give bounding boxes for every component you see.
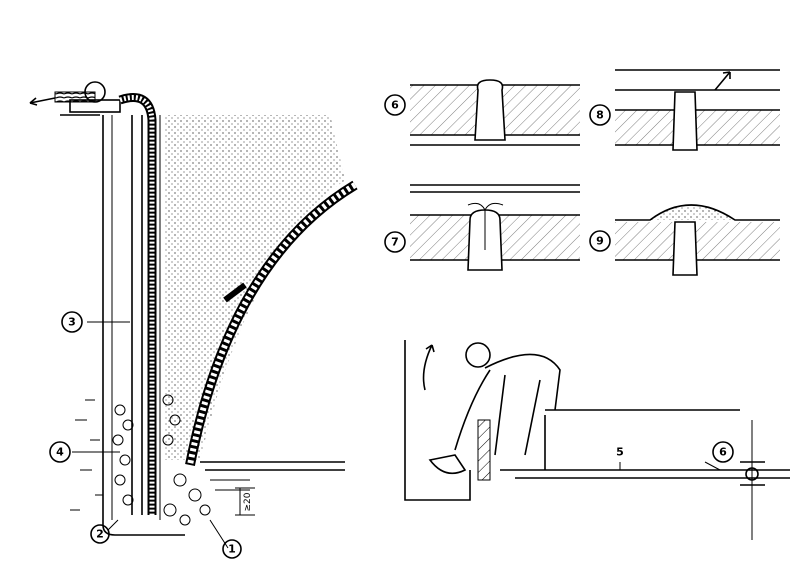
- callout-1: 1: [222, 539, 242, 559]
- svg-text:1: 1: [228, 543, 236, 556]
- svg-text:6: 6: [719, 446, 727, 459]
- svg-text:4: 4: [56, 446, 64, 459]
- detail-7: [410, 184, 580, 271]
- pump-icon: [84, 81, 106, 103]
- svg-text:6: 6: [391, 99, 399, 112]
- svg-text:5: 5: [616, 446, 624, 459]
- bucket-icon: [428, 454, 467, 475]
- svg-text:3: 3: [68, 316, 76, 329]
- callout-9-detail: 9: [589, 230, 611, 252]
- callout-3: 3: [61, 311, 83, 333]
- worker-scene: [404, 340, 790, 540]
- callout-4: 4: [49, 441, 71, 463]
- svg-text:2: 2: [96, 528, 104, 541]
- callout-6-detail: 6: [384, 94, 406, 116]
- detail-9: [615, 204, 780, 276]
- svg-text:8: 8: [596, 109, 604, 122]
- callout-8-detail: 8: [589, 104, 611, 126]
- callout-2: 2: [90, 524, 110, 544]
- svg-text:9: 9: [596, 235, 604, 248]
- well-section: ≥20: [29, 81, 358, 549]
- detail-8: [615, 69, 780, 151]
- depth-dimension: ≥20: [243, 492, 253, 511]
- worker-head: [465, 342, 491, 368]
- svg-text:7: 7: [391, 236, 399, 249]
- callout-6-bottom: 6: [712, 441, 734, 463]
- up-arrow-icon: [422, 344, 435, 391]
- callout-7-detail: 7: [384, 231, 406, 253]
- outlet-arrow-icon: [29, 97, 56, 104]
- detail-6: [410, 79, 580, 146]
- callout-5: 5: [616, 446, 624, 459]
